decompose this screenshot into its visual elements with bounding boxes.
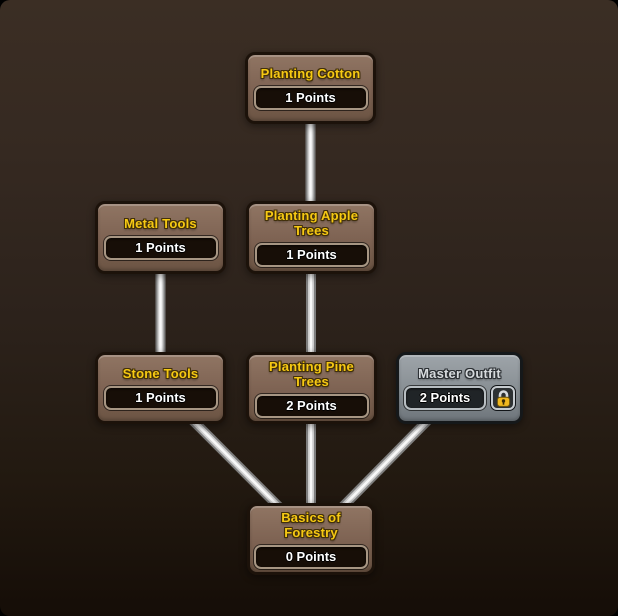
lock-button[interactable] bbox=[491, 386, 515, 410]
points-badge: 2 Points bbox=[404, 386, 486, 410]
skill-title: Stone Tools bbox=[122, 366, 199, 381]
skill-title: Master Outfit bbox=[418, 366, 501, 381]
points-badge: 2 Points bbox=[254, 393, 369, 418]
skill-node-planting-apple-trees[interactable]: Planting Apple Trees 1 Points bbox=[246, 201, 377, 274]
skill-title: Metal Tools bbox=[124, 215, 197, 231]
points-badge: 0 Points bbox=[254, 544, 368, 569]
skill-node-stone-tools[interactable]: Stone Tools 1 Points bbox=[95, 352, 226, 424]
skill-node-planting-pine-trees[interactable]: Planting Pine Trees 2 Points bbox=[246, 352, 377, 424]
skill-title: Planting Apple Trees bbox=[264, 208, 359, 238]
skill-node-basics-of-forestry[interactable]: Basics of Forestry 0 Points bbox=[247, 503, 375, 575]
skill-node-planting-cotton[interactable]: Planting Cotton 1 Points bbox=[245, 52, 376, 124]
skill-node-master-outfit[interactable]: Master Outfit 2 Points bbox=[396, 352, 523, 424]
skill-node-metal-tools[interactable]: Metal Tools 1 Points bbox=[95, 201, 226, 274]
points-badge: 1 Points bbox=[103, 235, 218, 260]
padlock-icon bbox=[496, 389, 511, 407]
skill-title: Planting Pine Trees bbox=[269, 358, 354, 389]
skill-title: Basics of Forestry bbox=[281, 509, 341, 540]
points-badge: 1 Points bbox=[253, 86, 368, 110]
points-badge: 1 Points bbox=[254, 243, 369, 267]
points-row: 2 Points bbox=[404, 386, 515, 410]
points-badge: 1 Points bbox=[103, 386, 218, 410]
skill-title: Planting Cotton bbox=[260, 66, 361, 81]
